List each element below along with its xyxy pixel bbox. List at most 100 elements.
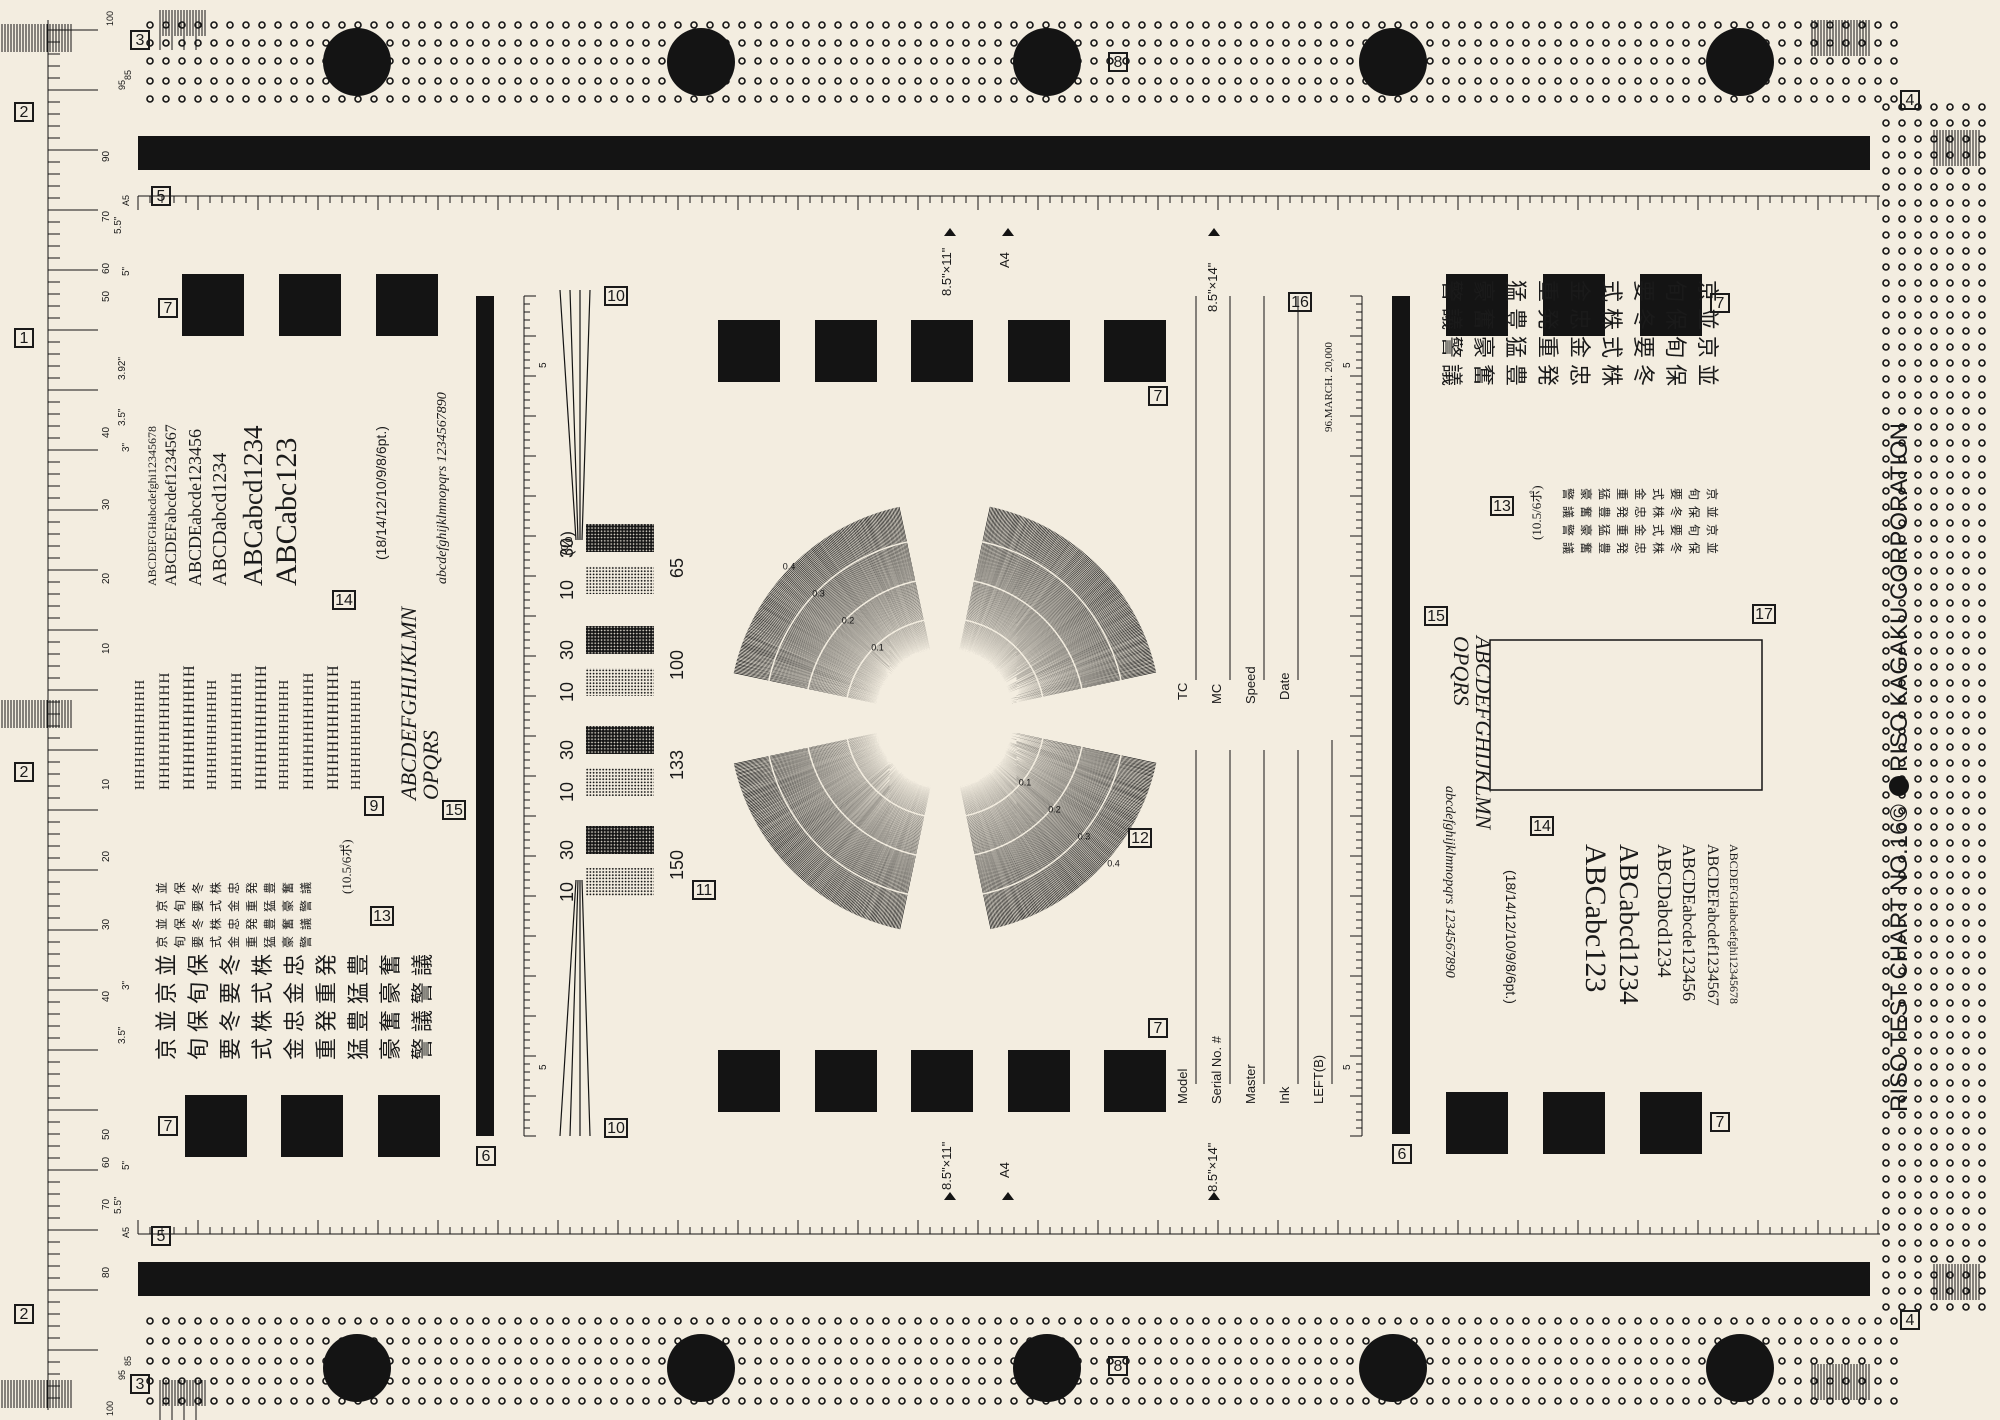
- ruler-label: 3.92": [117, 356, 128, 380]
- ruler-label: 30: [101, 918, 112, 930]
- h-grid-column: HHHHHHHHHH: [277, 678, 292, 790]
- blank-inspection-box: [1489, 639, 1763, 791]
- section-number: 5: [151, 186, 171, 206]
- script-capitals: ABCDEFGHIJKLMN: [1471, 636, 1496, 830]
- ruler-label: 85: [123, 69, 133, 80]
- section-number: 15: [1424, 606, 1448, 626]
- h-grid-column: HHHHHHHHHH: [253, 664, 270, 790]
- h-grid-column: HHHHHHHHHH: [349, 678, 364, 790]
- ruler-label: 3": [121, 442, 132, 452]
- solid-block: [185, 1095, 247, 1157]
- solid-block: [1008, 1050, 1070, 1112]
- ruler-label: 3.5": [117, 1026, 128, 1044]
- kanji-column: 式株式株: [209, 875, 223, 948]
- kanji-column: 金忠金忠: [1633, 488, 1647, 561]
- section-number: 7: [158, 298, 178, 318]
- dot-pattern-border: [146, 21, 1986, 1405]
- kanji-column: 式株式株: [250, 947, 275, 1060]
- chart-title-text: RISO TEST CHART NO.16: [1886, 821, 1913, 1112]
- halftone-pct-10: 10: [557, 881, 577, 902]
- left-black-strip: [476, 296, 494, 1136]
- solid-block: [1008, 320, 1070, 382]
- section-number: 5: [151, 1226, 171, 1246]
- font-sample-line: ABCabc123: [1579, 844, 1612, 993]
- section-number: 3: [130, 30, 150, 50]
- ruler-label: 95: [117, 79, 127, 90]
- resolution-wedge: [559, 289, 591, 1137]
- h-grid-column: HHHHHHHHHH: [301, 671, 317, 790]
- star-ring-label: 0.4: [1107, 859, 1120, 869]
- ruler-label: 3": [121, 980, 132, 990]
- solid-block: [911, 1050, 973, 1112]
- ruler-label: 40: [101, 990, 112, 1002]
- solid-block: [1640, 274, 1702, 336]
- section-number: 4: [1900, 1310, 1920, 1330]
- halftone-pct-30: 30: [557, 739, 577, 760]
- ruler-label: 60: [101, 262, 112, 274]
- form-field-label: Serial No. #: [1209, 1036, 1224, 1104]
- section-number: 4: [1900, 90, 1920, 110]
- ruler-label: 5": [121, 1160, 132, 1170]
- font-sample-line: ABCDabcd1234: [209, 452, 231, 586]
- ruler-label: 5": [121, 266, 132, 276]
- company-name: RISO KAGAKU CORPORATION: [1886, 423, 1913, 772]
- registration-dot: [1013, 1334, 1081, 1402]
- ruler-label: 100: [105, 1400, 115, 1416]
- kanji-column: 旬保旬保: [1687, 488, 1701, 561]
- kanji-column: 猛豊猛豊: [1503, 280, 1528, 393]
- kanji-column: 金忠金忠: [1567, 280, 1592, 393]
- section-number: 8: [1108, 52, 1128, 72]
- kanji-column: 警議警議: [299, 875, 313, 948]
- scale-label: 5: [538, 362, 549, 368]
- halftone-lpi-label: 150: [667, 849, 687, 880]
- section-number: 14: [1530, 816, 1554, 836]
- kanji-column: 豪奮豪奮: [1471, 280, 1496, 393]
- font-sample-line: ABCabcd1234: [1614, 844, 1644, 1005]
- font-sample-line: ABCabc123: [270, 437, 303, 586]
- chart-title: RISO TEST CHART NO.16© RISO KAGAKU CORPOR…: [1886, 423, 1913, 1112]
- halftone-pct-10: 10: [557, 781, 577, 802]
- kanji-column: 京並京並: [155, 875, 169, 948]
- star-ring-label: 0.1: [871, 642, 884, 652]
- h-grid-column: HHHHHHHHHH: [133, 678, 148, 790]
- solid-block: [1446, 1092, 1508, 1154]
- paper-size-label: A4: [997, 1162, 1012, 1178]
- kanji-column: 京並京並: [1695, 280, 1720, 393]
- form-field-label: LEFT(B): [1311, 1054, 1326, 1104]
- section-number: 17: [1752, 604, 1776, 624]
- registration-dot: [667, 28, 735, 96]
- star-ring-label: 0.2: [842, 615, 855, 625]
- halftone-pct-30: 30: [557, 639, 577, 660]
- script-capitals: OPQRS: [1449, 636, 1474, 706]
- kanji-column: 京並京並: [1705, 488, 1719, 561]
- kanji-column: 重発重発: [314, 947, 339, 1060]
- form-field-label: Model: [1175, 1068, 1190, 1104]
- solid-block: [1543, 274, 1605, 336]
- star-ring-label: 0.3: [1078, 832, 1091, 842]
- form-field-label: MC: [1209, 683, 1224, 704]
- paper-size-label: A4: [997, 252, 1012, 268]
- registration-dot: [1013, 28, 1081, 96]
- ruler-label: 10: [101, 642, 112, 654]
- ruler-label: 50: [101, 1128, 112, 1140]
- paper-size-label: 8.5"×14": [1205, 1142, 1220, 1192]
- script-lowercase: abcdefghijklmnopqrs 1234567890: [435, 392, 450, 584]
- ruler-label: 3.5": [117, 408, 128, 426]
- kanji-column: 豪奮豪奮: [281, 875, 295, 948]
- kanji-column: 重発重発: [245, 875, 259, 948]
- kanji-column: 警議警議: [1561, 488, 1575, 561]
- ruler-label: A5: [121, 1226, 131, 1238]
- kanji-column: 京並京並: [154, 947, 179, 1060]
- ruler-label: 70: [101, 210, 112, 222]
- copyright-mark: ©: [1886, 804, 1913, 822]
- halftone-patch-30: [586, 626, 654, 654]
- ruler-label: 5.5": [113, 1196, 124, 1214]
- font-sample-line: ABCDEFabcdef1234567: [1704, 844, 1721, 1006]
- halftone-patch-30: [586, 524, 654, 552]
- section-number: 13: [1490, 496, 1514, 516]
- section-number: 7: [158, 1116, 178, 1136]
- section-number: 3: [130, 1374, 150, 1394]
- section-number: 1: [14, 328, 34, 348]
- h-grid-column: HHHHHHHHHH: [325, 664, 342, 790]
- kanji-column: 豪奮豪奮: [378, 947, 403, 1060]
